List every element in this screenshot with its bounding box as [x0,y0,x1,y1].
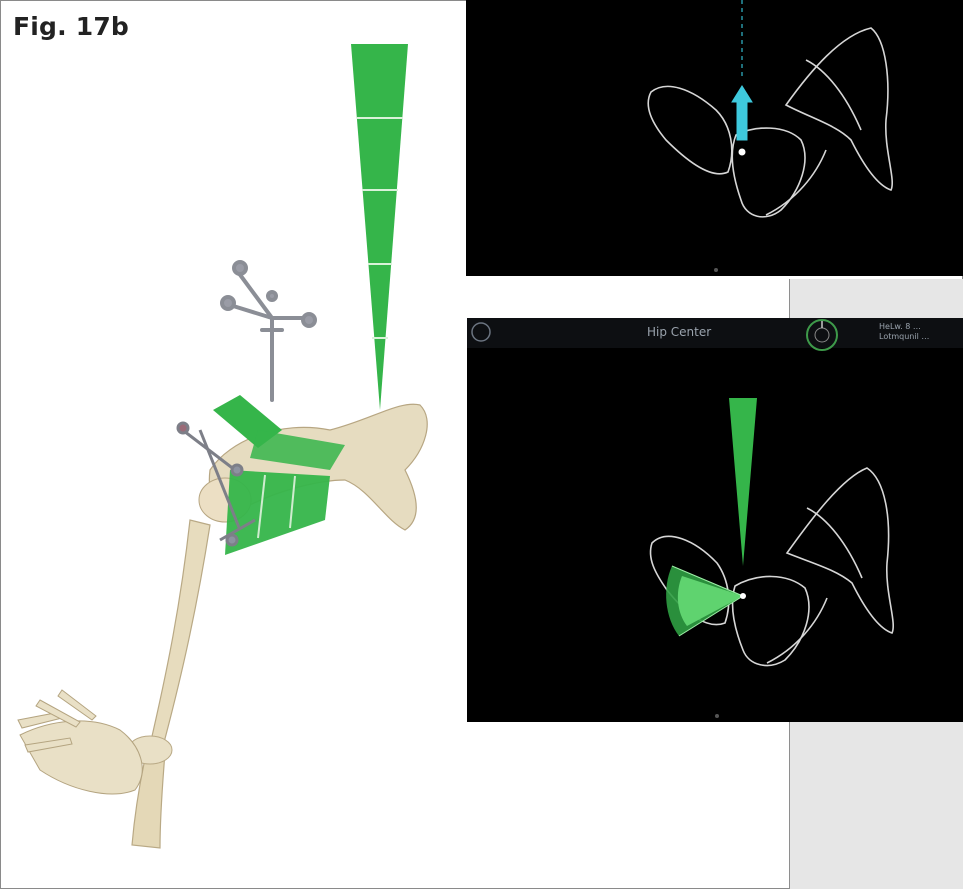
pelvis-render-bottom [467,318,963,722]
compass-circle-icon [807,320,837,350]
navigation-arrow [732,0,752,155]
ilium-outline [786,28,892,190]
navigation-screen-top [466,0,963,276]
ischium-outline [648,86,732,173]
vertical-guide-wedge-screen [729,398,757,566]
vertical-guide-wedge [351,44,408,410]
foot-bones [18,690,142,794]
femur-bone [150,520,210,750]
leg-skeleton-illustration [0,0,470,889]
cup-guide-fan [666,566,746,636]
acetabulum-outline [732,128,805,217]
screen-readout: HeLw. 8 … Lotmqunil … [879,322,929,342]
screen-title: Hip Center [647,325,711,339]
navigation-screen-bottom: Hip Center HeLw. 8 … Lotmqunil … [467,318,963,722]
navigation-tracker [222,262,315,400]
pelvis-render-top [466,0,963,276]
circle-icon [472,323,490,341]
hip-guide-wedge-lower [225,470,330,555]
